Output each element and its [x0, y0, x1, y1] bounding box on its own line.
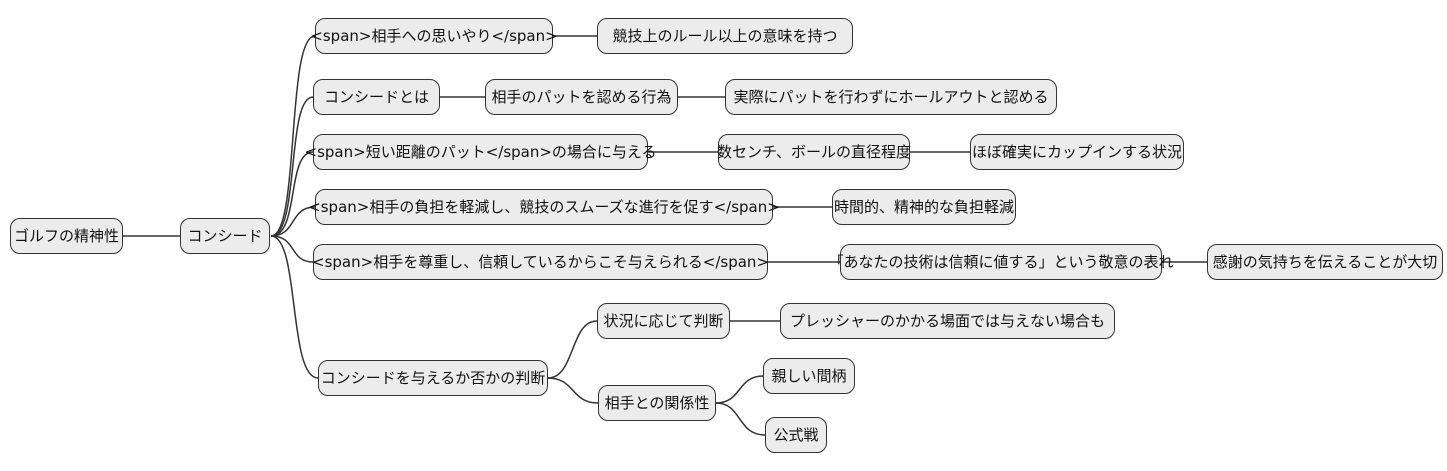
node-rule-meaning: 競技上のルール以上の意味を持つ: [597, 18, 853, 54]
node-respect-expression: 「あなたの技術は信頼に値する」という敬意の表れ: [829, 244, 1174, 280]
node-concede-judgment: コンシードを与えるか否かの判断: [318, 360, 548, 396]
node-close-friends: 親しい間柄: [763, 358, 855, 394]
edge-judgment-relationship: [547, 377, 599, 404]
node-respect-trust: <span>相手を尊重し、信頼しているからこそ与えられる</span>: [312, 244, 769, 280]
node-short-putt-condition: <span>短い距離のパット</span>の場合に与える: [305, 134, 656, 170]
node-official-match: 公式戦: [765, 417, 827, 453]
node-certain-cupin: ほぼ確実にカップインする状況: [970, 134, 1184, 170]
node-time-mental-relief: 時間的、精神的な負担軽減: [832, 189, 1016, 225]
node-gratitude: 感謝の気持ちを伝えることが大切: [1207, 244, 1443, 280]
edge-concede-burden: [270, 206, 316, 237]
node-concede: コンシード: [180, 218, 270, 254]
node-situational-judgment: 状況に応じて判断: [597, 303, 730, 339]
edge-judgment-situational: [547, 320, 598, 379]
edge-concede-compassion: [270, 35, 316, 237]
node-relationship: 相手との関係性: [598, 385, 716, 421]
edge-concede-whatis: [270, 96, 314, 237]
edge-concede-respect: [270, 235, 314, 263]
node-few-centimeters: 数センチ、ボールの直径程度: [717, 134, 911, 170]
node-what-is-concede: コンシードとは: [313, 79, 440, 115]
edge-concede-judgment: [270, 235, 319, 379]
node-reduce-burden: <span>相手の負担を軽減し、競技のスムーズな進行を促す</span>: [308, 189, 780, 225]
node-accept-putt: 相手のパットを認める行為: [485, 79, 678, 115]
node-holeout-without-putt: 実際にパットを行わずにホールアウトと認める: [725, 79, 1057, 115]
edge-concede-shortputt: [270, 151, 314, 237]
node-compassion: <span>相手への思いやり</span>: [310, 18, 558, 54]
edge-relationship-official: [715, 402, 766, 436]
node-golf-spirituality: ゴルフの精神性: [10, 218, 123, 254]
node-pressure-situation: プレッシャーのかかる場面では与えない場合も: [780, 303, 1115, 339]
edge-relationship-close: [715, 375, 764, 404]
